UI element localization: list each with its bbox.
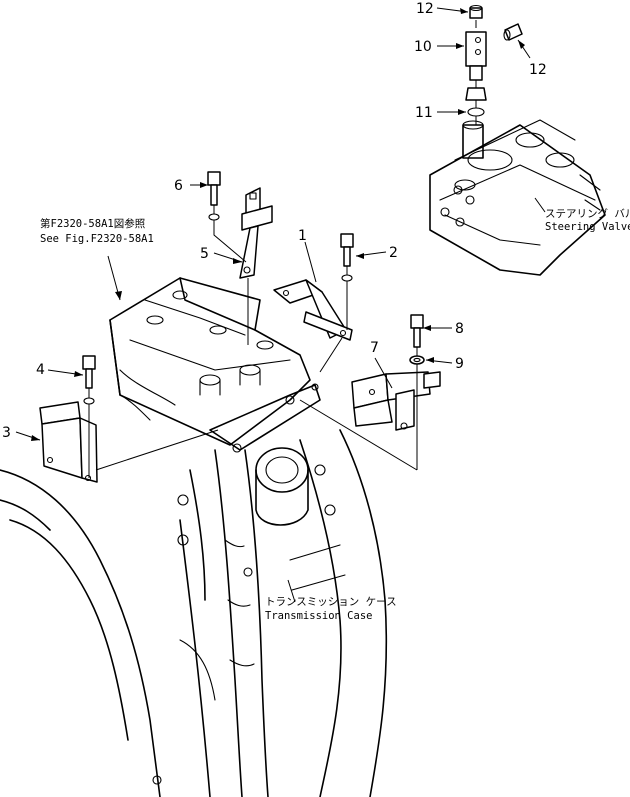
part-8-bolt — [410, 314, 424, 348]
callout-12-top: 12 — [416, 1, 434, 17]
transmission-case-label-en: Transmission Case — [265, 610, 372, 622]
part-11-nut — [465, 87, 487, 117]
leader-arrowheads — [31, 8, 525, 441]
reference-note-en: See Fig.F2320-58A1 — [40, 233, 154, 245]
control-valve-block — [109, 277, 321, 453]
callout-11: 11 — [415, 105, 433, 121]
part-1-bracket — [273, 279, 353, 341]
steering-valve-label-en: Steering Valve — [545, 221, 630, 233]
reference-note-jp: 第F2320-58A1図参照 — [40, 217, 146, 230]
part-6-bolt — [207, 171, 221, 221]
callout-10: 10 — [414, 39, 432, 55]
steering-valve — [429, 119, 606, 276]
callout-4: 4 — [36, 362, 45, 378]
part-2-bolt — [340, 233, 354, 282]
part-9-washer — [409, 355, 425, 365]
callout-3: 3 — [2, 425, 11, 441]
part-10-connector — [465, 31, 487, 81]
callout-12-side: 12 — [529, 62, 547, 78]
callout-leaders — [15, 7, 546, 603]
part-12-plug-side — [503, 23, 523, 41]
callout-8: 8 — [455, 321, 464, 337]
assembly-lines — [88, 20, 477, 478]
callout-5: 5 — [200, 246, 209, 262]
callout-1: 1 — [298, 228, 307, 244]
callout-2: 2 — [389, 245, 398, 261]
part-12-plug-top — [469, 4, 483, 19]
callout-9: 9 — [455, 356, 464, 372]
callout-6: 6 — [174, 178, 183, 194]
transmission-case — [0, 429, 388, 797]
part-3-bracket — [39, 401, 98, 483]
part-5-bracket — [239, 187, 273, 279]
part-7-bracket — [351, 371, 441, 431]
callout-7: 7 — [370, 340, 379, 356]
transmission-case-label-jp: トランスミッション ケース — [265, 596, 397, 608]
steering-valve-label-jp: ステアリング バルブ — [545, 207, 630, 220]
